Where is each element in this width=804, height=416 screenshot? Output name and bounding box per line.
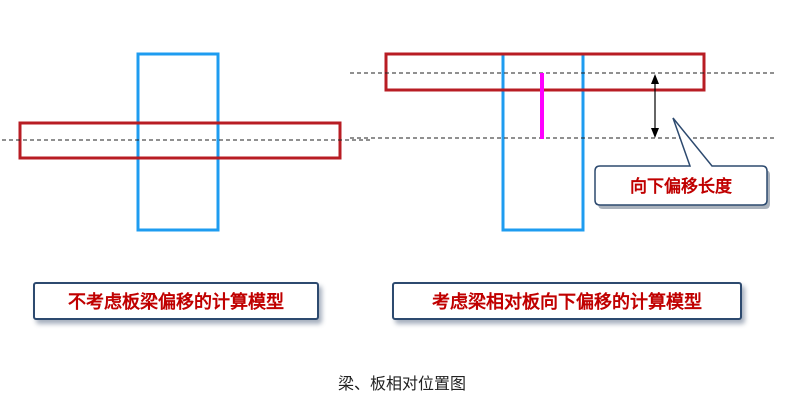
callout-text: 向下偏移长度 xyxy=(630,176,733,197)
right-model-label: 考虑梁相对板向下偏移的计算模型 xyxy=(392,282,742,320)
right-slab xyxy=(384,52,706,92)
left-model-label-text: 不考虑板梁偏移的计算模型 xyxy=(68,292,284,313)
dimension-arrow xyxy=(651,74,659,138)
left-model-label: 不考虑板梁偏移的计算模型 xyxy=(33,282,319,320)
left-beam xyxy=(136,52,220,232)
right-model-label-text: 考虑梁相对板向下偏移的计算模型 xyxy=(432,292,702,313)
offset-callout: 向下偏移长度 xyxy=(594,117,770,209)
figure-caption: 梁、板相对位置图 xyxy=(337,374,466,393)
